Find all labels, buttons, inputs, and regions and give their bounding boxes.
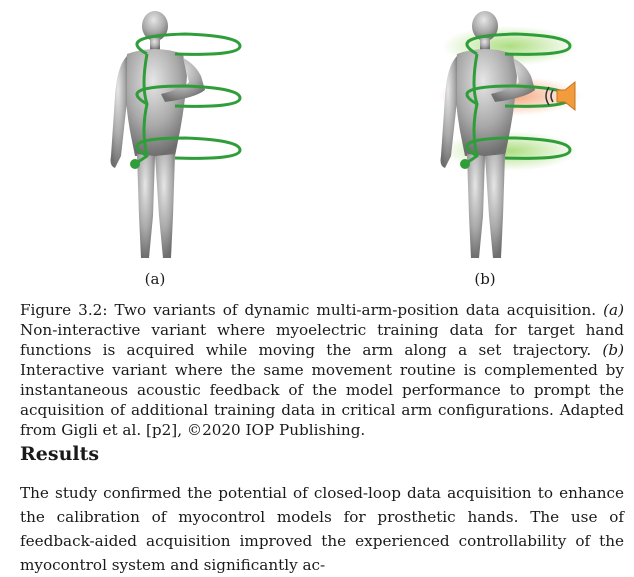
caption-text-a: Non-interactive variant where myoelectri… (20, 321, 624, 359)
arm-trajectory (464, 32, 572, 166)
speaker-icon (545, 80, 576, 112)
mannequin-figure (110, 11, 205, 258)
subfigure-label-b: (b) (474, 270, 496, 288)
figure-panel-b (438, 11, 582, 258)
trajectory-start-dot (460, 159, 470, 169)
mannequin-figure (440, 11, 535, 258)
trajectory-start-dot (130, 159, 140, 169)
caption-prefix: Figure 3.2: Two variants of dynamic mult… (20, 301, 604, 319)
figure-panel-a (110, 11, 242, 258)
arm-trajectory (134, 32, 242, 166)
caption-text-b: Interactive variant where the same movem… (20, 361, 624, 439)
caption-marker-a: (a) (603, 301, 624, 319)
figure: (a) (b) (110, 11, 582, 288)
subfigure-label-a: (a) (144, 270, 166, 288)
section-heading: Results (20, 443, 100, 465)
figure-caption: Figure 3.2: Two variants of dynamic mult… (20, 300, 624, 440)
section-body: The study confirmed the potential of clo… (20, 484, 624, 574)
caption-marker-b: (b) (602, 341, 624, 359)
